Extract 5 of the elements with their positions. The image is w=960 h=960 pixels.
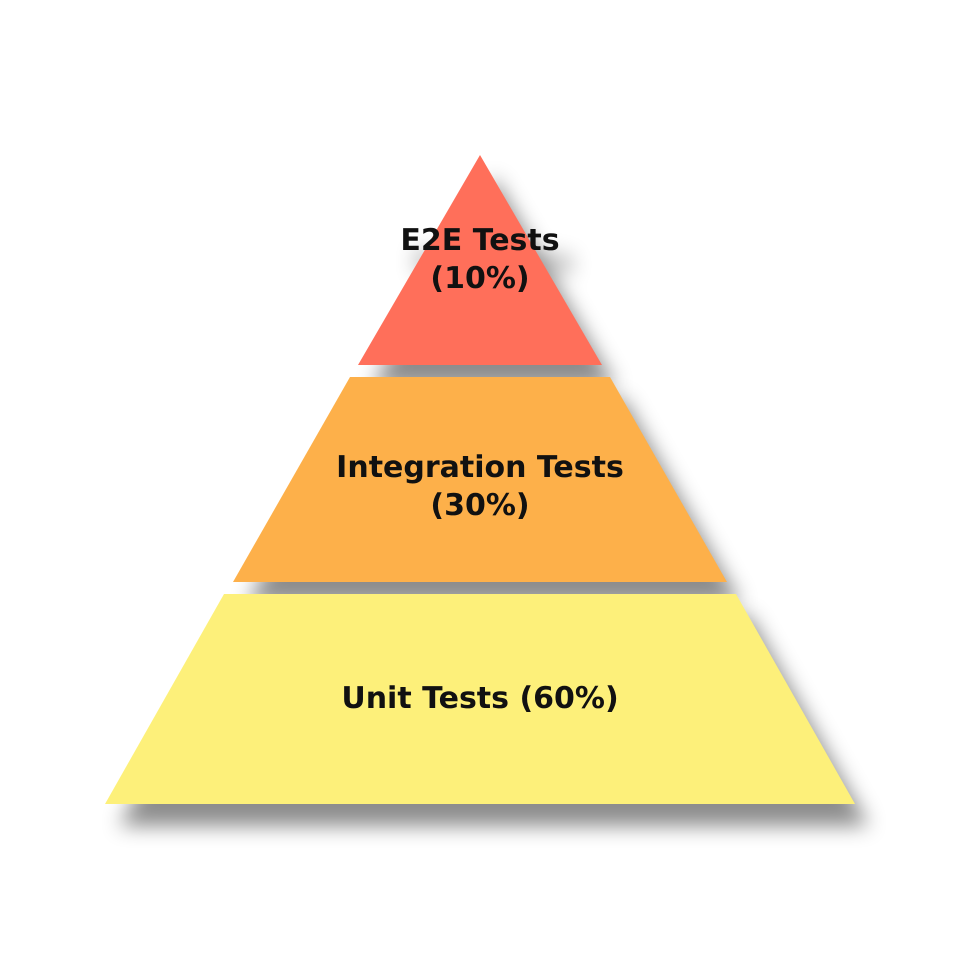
pyramid-tier: [105, 594, 855, 804]
tier-label: Integration Tests (30%): [335, 449, 625, 525]
pyramid-tier: [358, 155, 602, 365]
tier-label: Unit Tests (60%): [340, 680, 620, 718]
pyramid-tier: [233, 377, 727, 582]
